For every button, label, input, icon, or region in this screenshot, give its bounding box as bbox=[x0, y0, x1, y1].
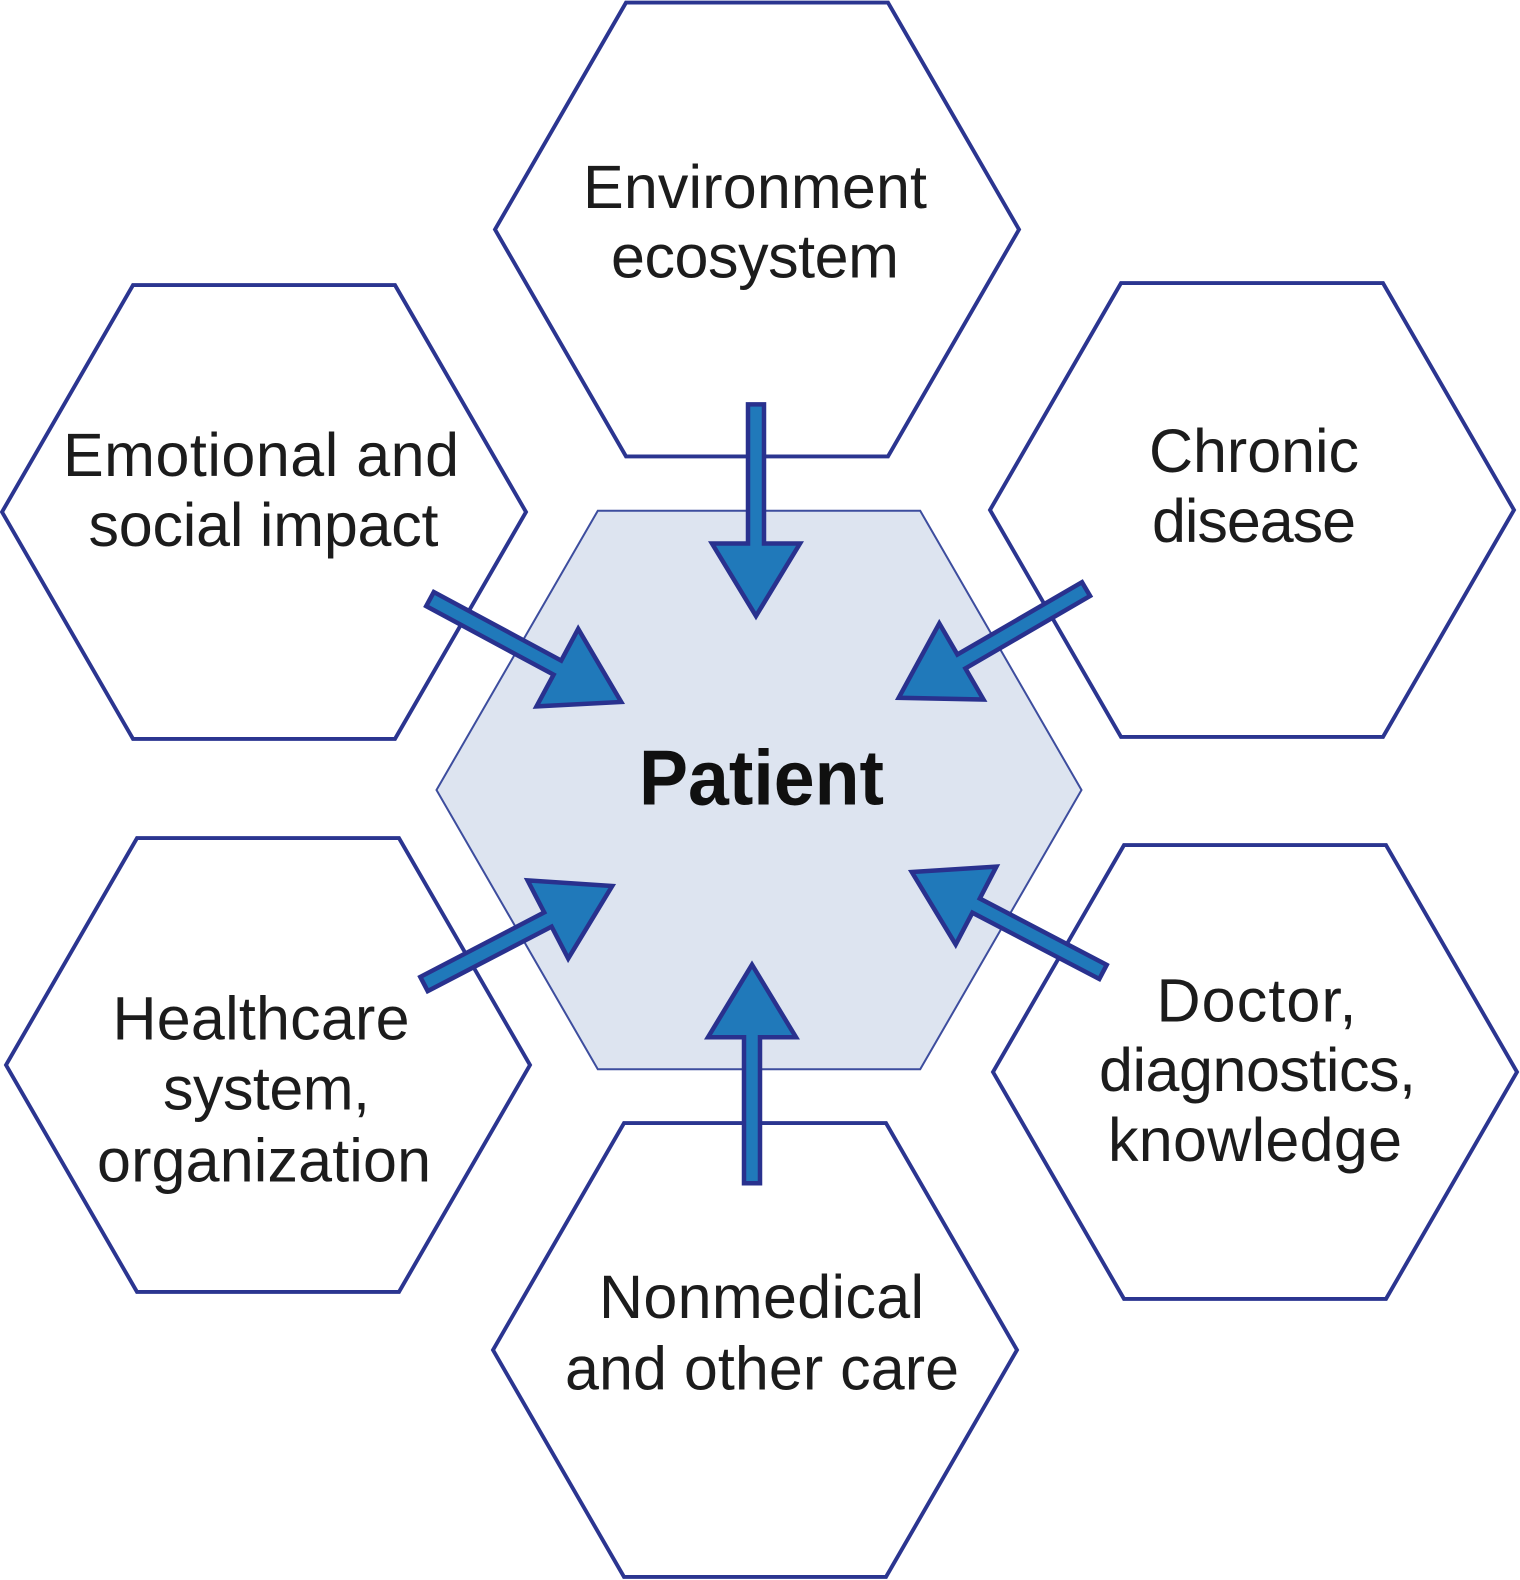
svg-text:social impact: social impact bbox=[89, 491, 439, 559]
svg-text:Healthcare: Healthcare bbox=[113, 985, 410, 1053]
svg-text:Patient: Patient bbox=[639, 734, 884, 822]
svg-text:Chronic: Chronic bbox=[1149, 417, 1359, 485]
svg-text:Doctor,: Doctor, bbox=[1157, 967, 1357, 1035]
svg-text:knowledge: knowledge bbox=[1108, 1106, 1402, 1174]
svg-text:Nonmedical: Nonmedical bbox=[599, 1263, 924, 1331]
svg-text:organization: organization bbox=[97, 1127, 431, 1195]
svg-text:ecosystem: ecosystem bbox=[611, 223, 899, 291]
svg-text:and other care: and other care bbox=[565, 1335, 959, 1403]
svg-text:system,: system, bbox=[163, 1055, 370, 1123]
svg-text:disease: disease bbox=[1152, 487, 1356, 555]
svg-text:Emotional and: Emotional and bbox=[63, 421, 459, 489]
svg-text:diagnostics,: diagnostics, bbox=[1099, 1036, 1416, 1104]
svg-text:Environment: Environment bbox=[583, 153, 927, 221]
